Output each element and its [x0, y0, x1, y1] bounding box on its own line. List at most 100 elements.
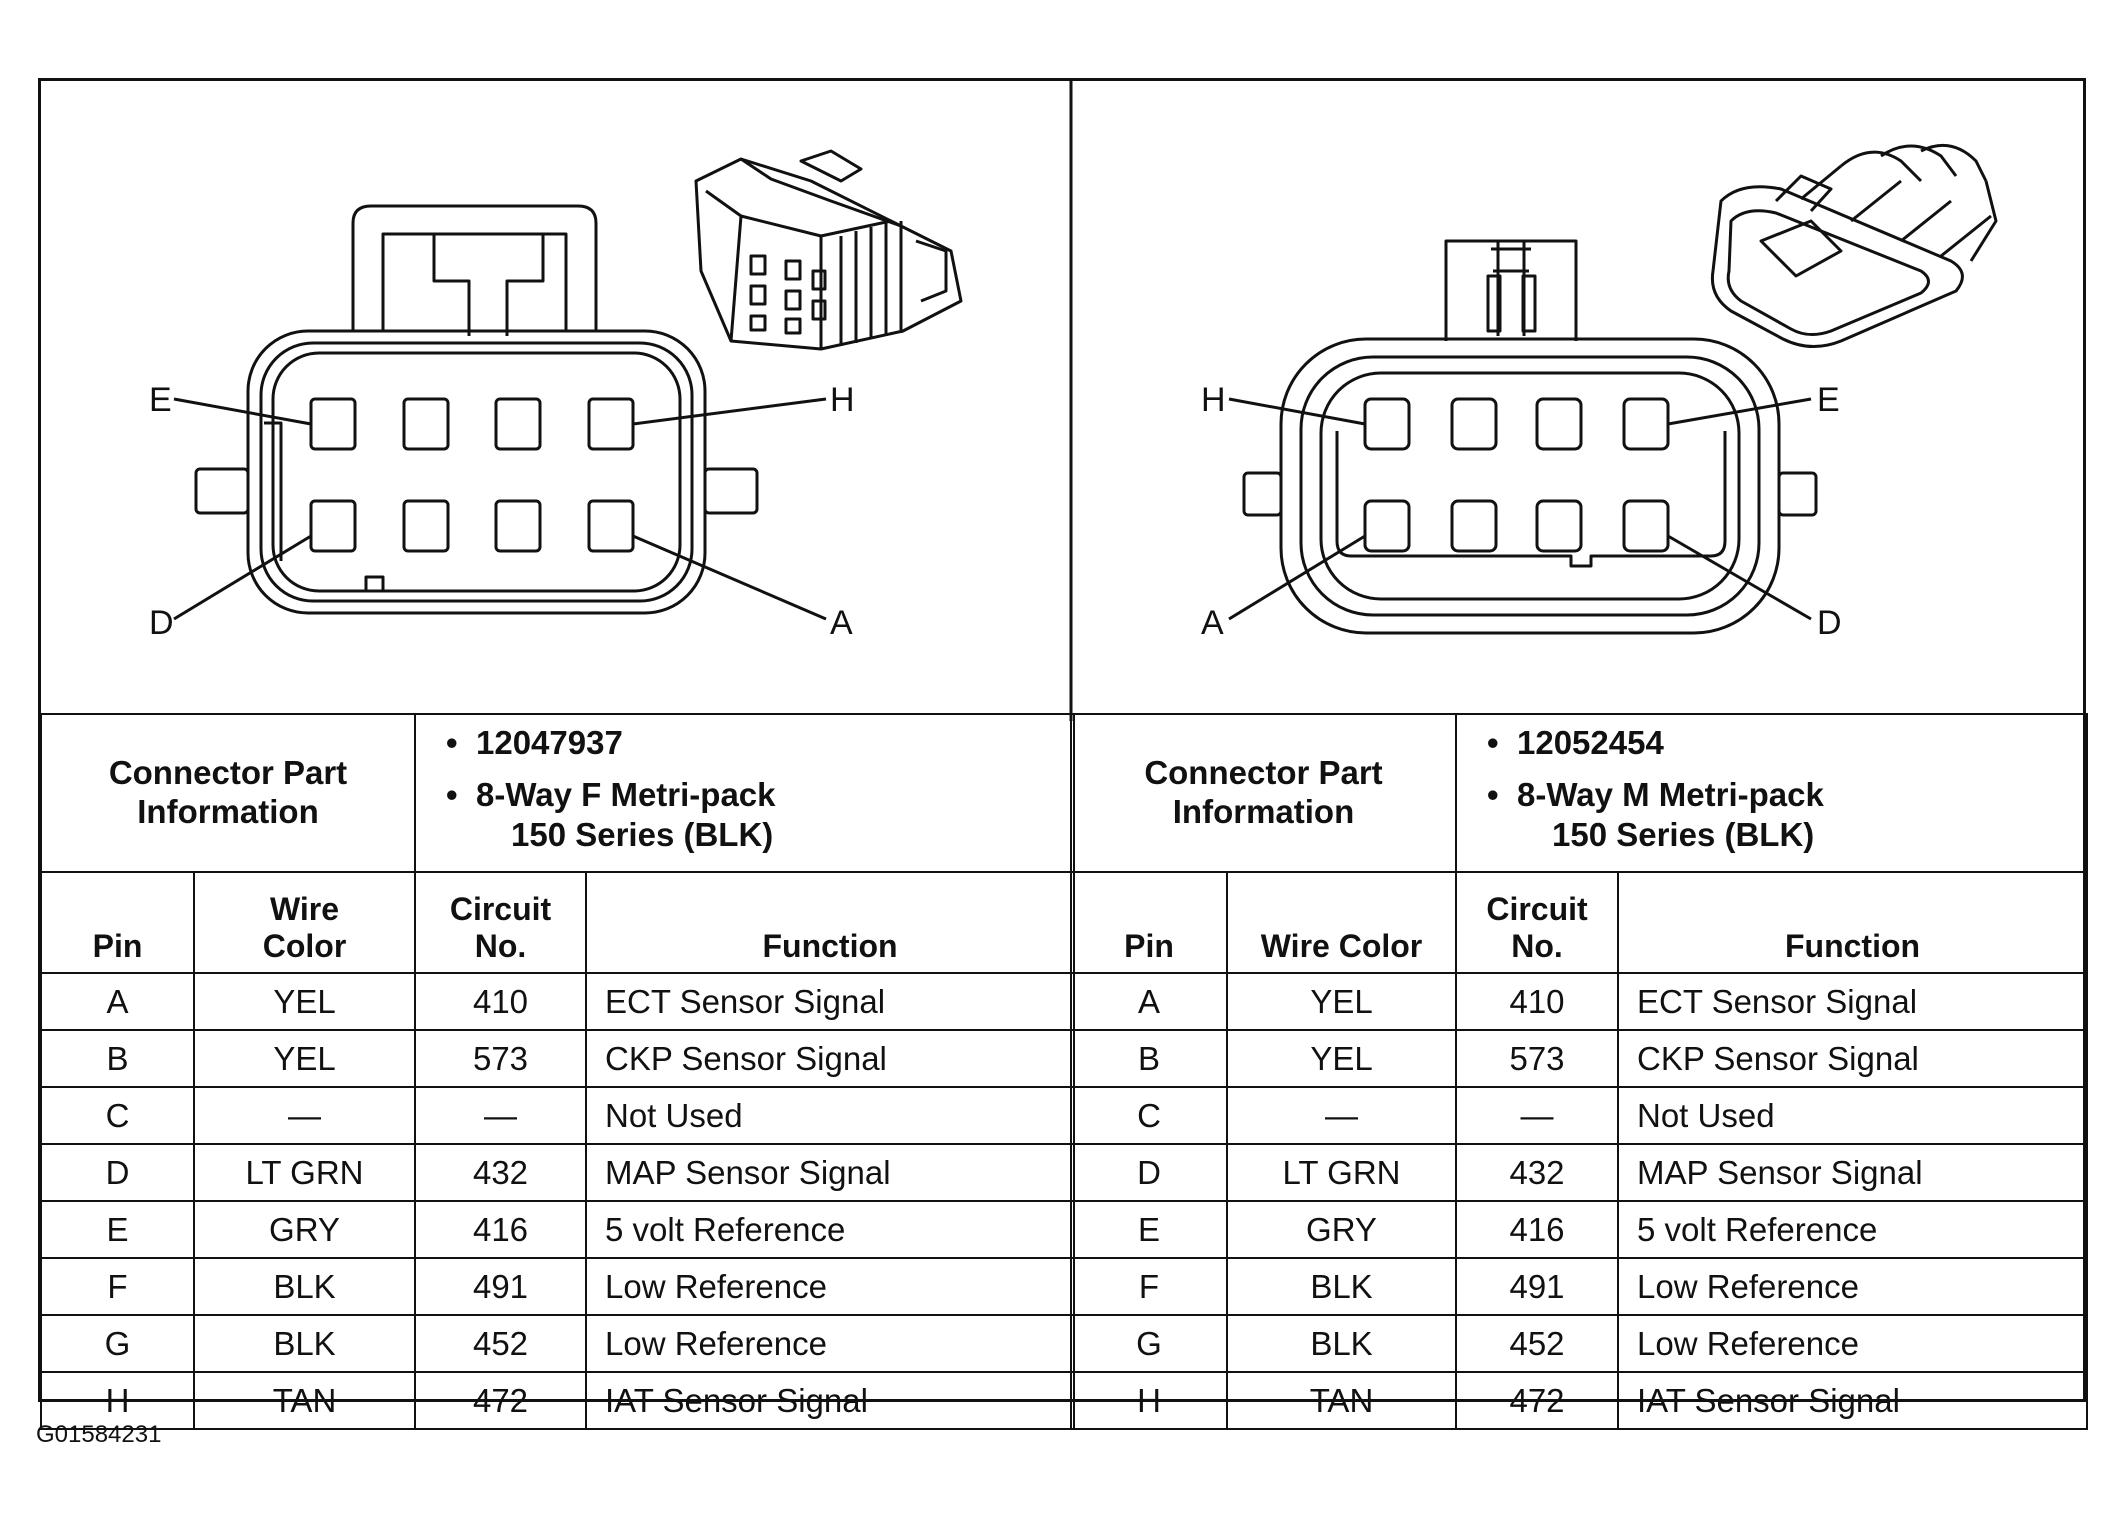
- function-cell: MAP Sensor Signal: [1616, 1143, 2089, 1202]
- left-header-row: Pin Wire Color Circuit No. Function: [40, 871, 1076, 974]
- wire-color-cell: BLK: [1226, 1257, 1457, 1316]
- function-cell: 5 volt Reference: [1616, 1200, 2089, 1259]
- pin-cell: F: [40, 1257, 195, 1316]
- circuit-cell: 432: [1455, 1143, 1619, 1202]
- left-pinout-table: Connector Part Information •12047937 •8-…: [40, 713, 1076, 1430]
- function-cell: Low Reference: [584, 1314, 1076, 1373]
- circuit-cell: —: [1455, 1086, 1619, 1145]
- wire-color-cell: YEL: [1226, 972, 1457, 1031]
- function-cell: ECT Sensor Signal: [584, 972, 1076, 1031]
- wire-color-cell: BLK: [1226, 1314, 1457, 1373]
- left-header-circuit: Circuit No.: [414, 871, 587, 974]
- pin-cell: E: [1070, 1200, 1228, 1259]
- left-connector-info-row: Connector Part Information •12047937 •8-…: [40, 713, 1076, 873]
- right-connector-face: [1228, 239, 1818, 635]
- wire-color-cell: TAN: [1226, 1371, 1457, 1430]
- function-cell: Low Reference: [1616, 1314, 2089, 1373]
- left-header-function: Function: [584, 871, 1076, 974]
- circuit-cell: 472: [1455, 1371, 1619, 1430]
- function-cell: Low Reference: [584, 1257, 1076, 1316]
- right-description-line2: 150 Series (BLK): [1552, 816, 1815, 853]
- left-info-label-line1: Connector Part: [108, 754, 348, 792]
- circuit-cell: 452: [1455, 1314, 1619, 1373]
- wire-color-cell: —: [1226, 1086, 1457, 1145]
- wire-color-cell: BLK: [193, 1314, 416, 1373]
- function-cell: Not Used: [1616, 1086, 2089, 1145]
- connector-diagrams: E H D A H E A D: [149, 81, 1998, 721]
- connector-sheet: E H D A H E A D Connector Part Informati…: [38, 78, 2089, 1430]
- right-pin-label-h: H: [1201, 381, 1226, 419]
- circuit-cell: 416: [414, 1200, 587, 1259]
- circuit-cell: 452: [414, 1314, 587, 1373]
- wire-color-cell: —: [193, 1086, 416, 1145]
- pin-cell: H: [1070, 1371, 1228, 1430]
- left-info-label: Connector Part Information: [40, 713, 416, 873]
- wire-color-cell: BLK: [193, 1257, 416, 1316]
- function-cell: Low Reference: [1616, 1257, 2089, 1316]
- right-description-line1: 8-Way M Metri-pack: [1517, 776, 1824, 813]
- circuit-cell: 410: [414, 972, 587, 1031]
- circuit-cell: 491: [414, 1257, 587, 1316]
- right-pinout-table: Connector Part Information •12052454 •8-…: [1070, 713, 2089, 1430]
- right-header-function: Function: [1616, 871, 2089, 974]
- function-cell: MAP Sensor Signal: [584, 1143, 1076, 1202]
- wire-color-cell: GRY: [1226, 1200, 1457, 1259]
- left-description-line1: 8-Way F Metri-pack: [476, 776, 776, 813]
- function-cell: IAT Sensor Signal: [584, 1371, 1076, 1430]
- circuit-cell: —: [414, 1086, 587, 1145]
- pin-cell: B: [40, 1029, 195, 1088]
- function-cell: IAT Sensor Signal: [1616, 1371, 2089, 1430]
- function-cell: CKP Sensor Signal: [1616, 1029, 2089, 1088]
- pin-cell: A: [1070, 972, 1228, 1031]
- wire-color-cell: TAN: [193, 1371, 416, 1430]
- wire-color-cell: LT GRN: [193, 1143, 416, 1202]
- wire-color-cell: YEL: [1226, 1029, 1457, 1088]
- left-pin-label-e: E: [149, 381, 172, 419]
- left-description-line2: 150 Series (BLK): [511, 816, 774, 853]
- left-pin-label-a: A: [830, 604, 853, 642]
- circuit-cell: 472: [414, 1371, 587, 1430]
- right-info-label: Connector Part Information: [1070, 713, 1457, 873]
- wire-color-cell: YEL: [193, 1029, 416, 1088]
- circuit-cell: 410: [1455, 972, 1619, 1031]
- circuit-cell: 573: [414, 1029, 587, 1088]
- pin-cell: C: [1070, 1086, 1228, 1145]
- right-header-wire-color: Wire Color: [1226, 871, 1457, 974]
- left-pin-label-d: D: [149, 604, 174, 642]
- wire-color-cell: LT GRN: [1226, 1143, 1457, 1202]
- pin-cell: C: [40, 1086, 195, 1145]
- left-header-wire-color: Wire Color: [193, 871, 416, 974]
- left-info-detail: •12047937 •8-Way F Metri-pack 150 Series…: [413, 713, 1076, 873]
- right-part-number: 12052454: [1517, 724, 1664, 761]
- circuit-cell: 432: [414, 1143, 587, 1202]
- wire-color-cell: GRY: [193, 1200, 416, 1259]
- right-connector-illustration: [1710, 143, 1998, 348]
- left-connector-face: [173, 204, 827, 621]
- right-info-detail: •12052454 •8-Way M Metri-pack 150 Series…: [1454, 713, 2089, 873]
- table-row: C——Not Used: [1070, 1086, 2089, 1145]
- figure-id: G01584231: [36, 1421, 162, 1448]
- right-header-circuit: Circuit No.: [1455, 871, 1619, 974]
- left-info-label-line2: Information: [137, 793, 319, 830]
- function-cell: CKP Sensor Signal: [584, 1029, 1076, 1088]
- right-header-row: Pin Wire Color Circuit No. Function: [1070, 871, 2089, 974]
- circuit-cell: 573: [1455, 1029, 1619, 1088]
- circuit-cell: 491: [1455, 1257, 1619, 1316]
- left-connector-illustration: [694, 149, 963, 351]
- right-info-label-line1: Connector Part: [1144, 754, 1383, 792]
- right-header-pin: Pin: [1070, 871, 1228, 974]
- pin-cell: D: [40, 1143, 195, 1202]
- function-cell: Not Used: [584, 1086, 1076, 1145]
- function-cell: ECT Sensor Signal: [1616, 972, 2089, 1031]
